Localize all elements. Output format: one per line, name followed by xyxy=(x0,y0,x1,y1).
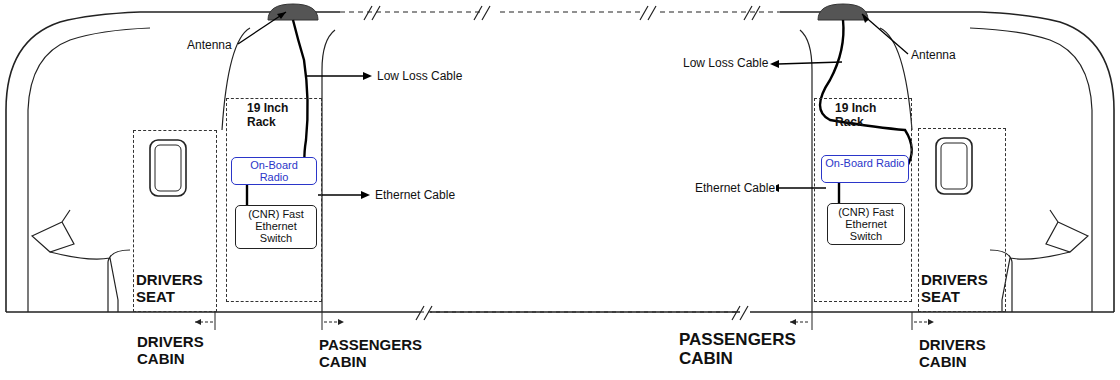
cable-label: Low Loss Cable xyxy=(682,56,769,70)
leader-arrowhead xyxy=(363,72,372,80)
zone-label: DRIVERS SEAT xyxy=(921,271,1003,305)
antenna xyxy=(818,4,868,20)
leader-arrowhead xyxy=(862,14,869,23)
rack-heading: 19 Inch Rack xyxy=(835,101,895,129)
car-body-outline xyxy=(780,12,1114,312)
drivers-seat-zone: DRIVERS SEAT xyxy=(133,130,217,312)
part-label: Antenna xyxy=(186,38,233,52)
driver-console xyxy=(50,250,130,312)
leader-line xyxy=(318,194,362,195)
leader-arrowhead xyxy=(770,60,779,68)
cable-label: Low Loss Cable xyxy=(376,69,463,83)
radio-label: On-Board Radio xyxy=(825,157,905,169)
driver-console xyxy=(32,210,74,252)
switch-label: (CNR) Fast Ethernet Switch xyxy=(831,206,901,242)
cable-label: Ethernet Cable xyxy=(374,188,456,202)
ethernet-cable xyxy=(246,185,248,205)
cabin-label: PASSENGERS CABIN xyxy=(678,330,800,368)
cabin-label: DRIVERS CABIN xyxy=(136,333,228,367)
cabin-tick xyxy=(215,312,912,330)
low-loss-cable xyxy=(293,20,308,172)
part-label: Antenna xyxy=(910,48,957,62)
cab-window xyxy=(936,138,972,194)
switch-label: (CNR) Fast Ethernet Switch xyxy=(239,208,313,244)
zone-label: DRIVERS SEAT xyxy=(136,271,214,305)
driver-console xyxy=(1046,210,1088,252)
ethernet-cable xyxy=(838,183,840,203)
leader-arrowhead xyxy=(277,12,286,19)
break-mark xyxy=(364,6,760,20)
cable-label: Ethernet Cable xyxy=(694,181,776,195)
car-inner-outline xyxy=(970,28,1092,312)
cab-window xyxy=(150,140,186,196)
radio-box: On-Board Radio xyxy=(231,157,317,185)
cabin-wall xyxy=(800,30,812,312)
cab-window xyxy=(155,145,181,191)
switch-box: (CNR) Fast Ethernet Switch xyxy=(827,203,905,245)
car-body-outline xyxy=(6,12,340,312)
antenna xyxy=(268,4,318,20)
low-loss-cable xyxy=(820,20,912,168)
cabin-label: DRIVERS CABIN xyxy=(918,336,1010,370)
leader-line xyxy=(306,75,364,76)
leader-line xyxy=(238,12,286,44)
leader-line xyxy=(778,62,842,64)
leader-line xyxy=(862,14,908,54)
cab-window xyxy=(941,143,967,189)
floor-break xyxy=(420,312,740,313)
driver-console xyxy=(990,250,1070,312)
rack-box: 19 Inch RackOn-Board Radio (CNR) Fast Eth… xyxy=(226,98,322,302)
roof-line xyxy=(340,11,780,12)
switch-box: (CNR) Fast Ethernet Switch xyxy=(235,205,317,249)
rack-box: 19 Inch RackOn-Board Radio (CNR) Fast Eth… xyxy=(814,98,912,302)
leader-line xyxy=(778,187,826,188)
cabin-arrow xyxy=(195,322,934,323)
leader-arrowhead xyxy=(361,191,370,199)
drivers-seat-zone: DRIVERS SEAT xyxy=(918,128,1006,312)
cabin-arrowhead xyxy=(195,319,934,325)
radio-box: On-Board Radio xyxy=(821,155,909,183)
break-mark xyxy=(416,306,748,320)
radio-label: On-Board Radio xyxy=(235,159,313,183)
rack-heading: 19 Inch Rack xyxy=(247,101,307,129)
cabin-wall xyxy=(322,30,335,312)
cabin-label: PASSENGERS CABIN xyxy=(318,336,420,370)
car-inner-outline xyxy=(28,28,150,312)
